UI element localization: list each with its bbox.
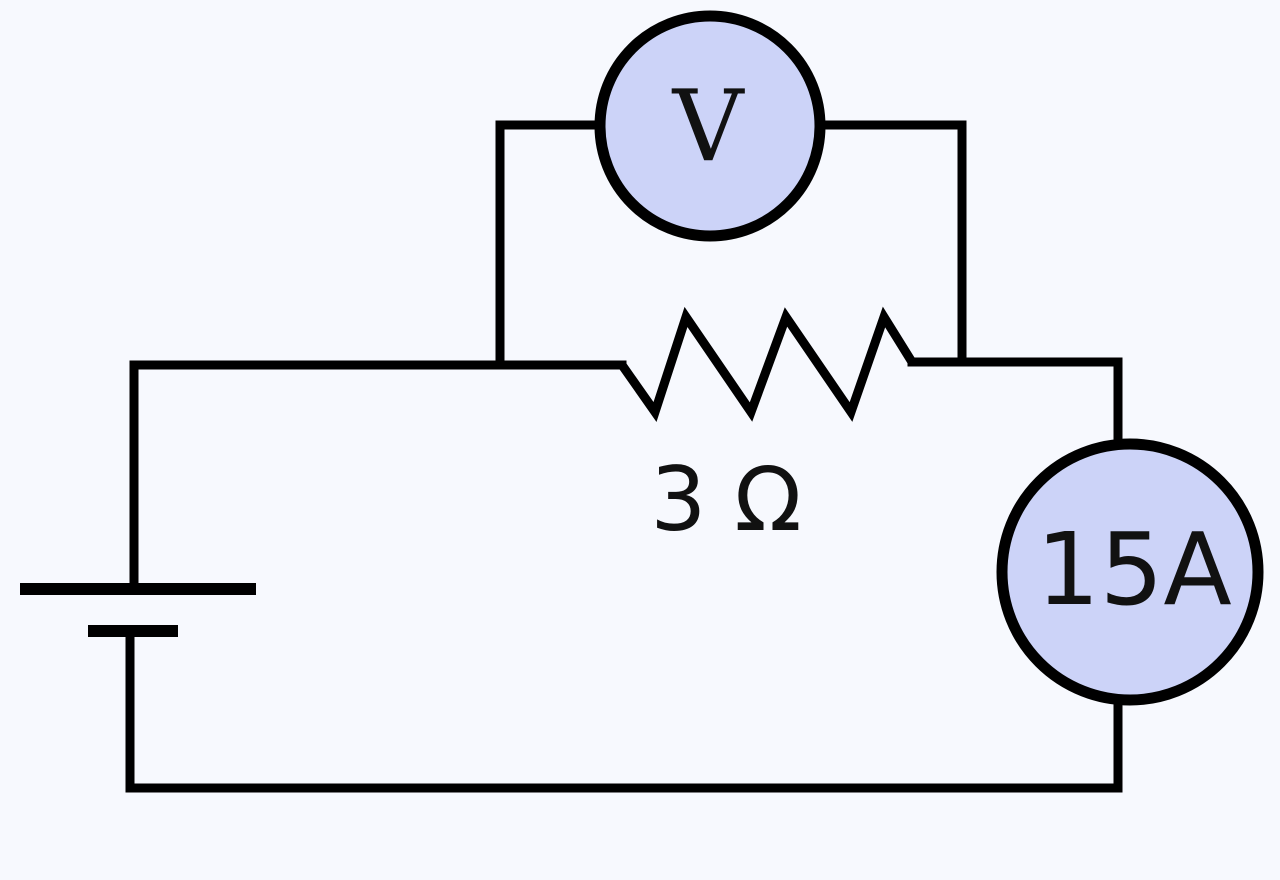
top-right-wire [907,357,1123,450]
ammeter-label: 15A [1036,511,1232,628]
ammeter: 15A [996,438,1264,706]
resistor-label: 3 Ω [650,448,801,551]
voltmeter: V [594,10,826,242]
top-left-wire [129,360,627,595]
ammeter-circle [996,438,1264,706]
voltmeter-circle [594,10,826,242]
voltmeter-right-lead [815,120,967,367]
voltmeter-left-lead [495,120,605,370]
bottom-wire [125,629,1123,793]
resistor-symbol [618,306,916,422]
voltmeter-label: V [672,70,746,184]
